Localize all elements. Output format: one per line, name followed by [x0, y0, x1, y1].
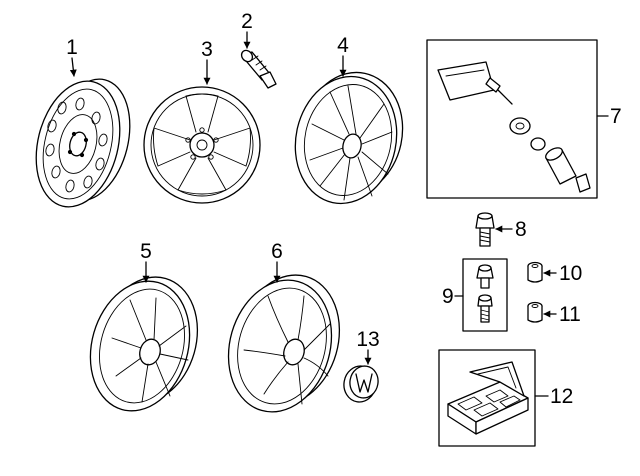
callout-2: 2 [241, 10, 253, 33]
steel-wheel[interactable] [24, 71, 142, 216]
callout-labels: 1 2 3 4 5 6 7 8 9 10 11 12 13 [66, 10, 622, 408]
callout-7: 7 [610, 105, 622, 128]
lock-bolt-set[interactable] [462, 258, 508, 332]
nut-cap[interactable] [527, 261, 543, 283]
callout-9: 9 [442, 285, 454, 308]
alloy-wheel-twisted-spoke[interactable] [213, 263, 354, 424]
lock-bolt[interactable] [475, 212, 495, 247]
callout-6: 6 [271, 240, 283, 263]
callout-8: 8 [515, 218, 527, 241]
callout-10: 10 [559, 262, 582, 285]
callout-12: 12 [550, 385, 573, 408]
callout-11: 11 [559, 303, 581, 326]
callout-1: 1 [66, 36, 78, 59]
callout-5: 5 [140, 240, 152, 263]
callout-3: 3 [201, 38, 213, 61]
leader-1 [69, 57, 77, 77]
callout-13: 13 [356, 328, 379, 351]
leader-lines [69, 31, 609, 397]
valve-stem[interactable] [239, 48, 277, 89]
alloy-wheel-split-spoke[interactable] [76, 265, 212, 422]
alloy-wheel-5-spoke[interactable] [143, 86, 261, 204]
nut-cap-alt[interactable] [527, 301, 543, 323]
callout-4: 4 [337, 34, 349, 57]
tpms-sensor-kit[interactable] [426, 39, 598, 199]
alloy-wheel-multi-spoke[interactable] [284, 63, 414, 213]
center-cap[interactable] [341, 363, 380, 404]
tool-kit-case[interactable] [438, 349, 536, 447]
